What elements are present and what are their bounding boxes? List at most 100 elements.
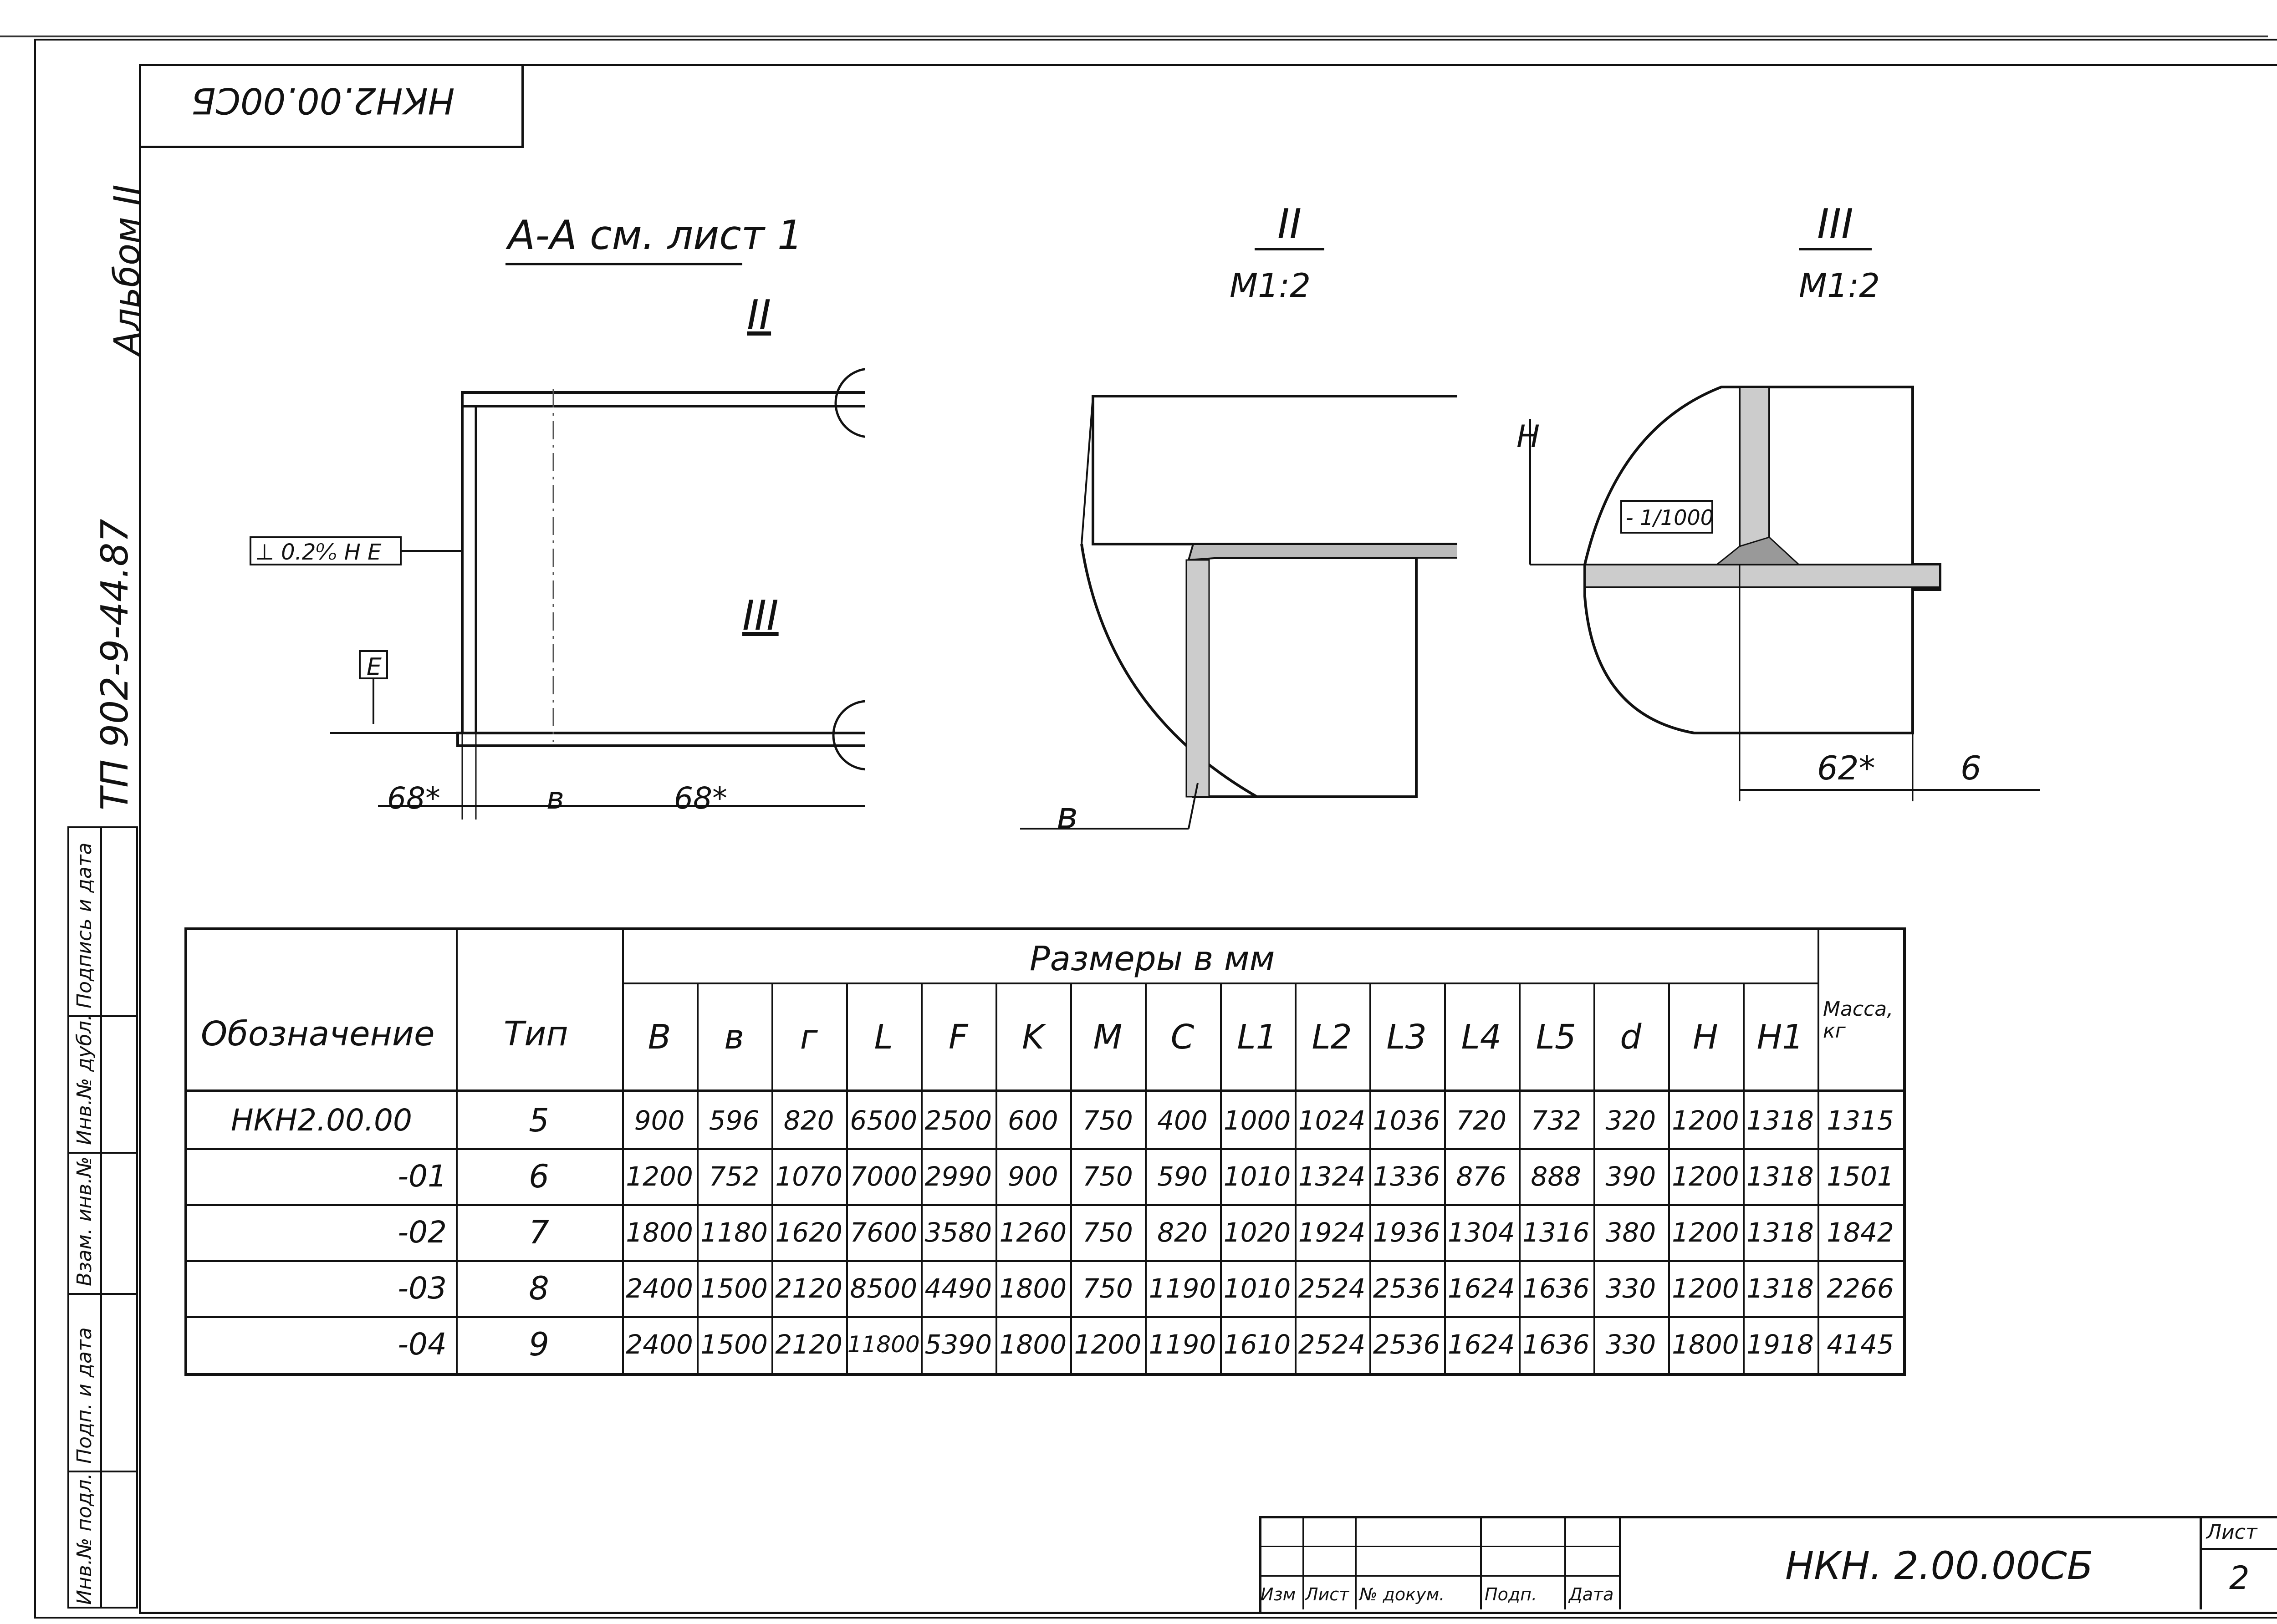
table-cell: 1070 [775,1161,842,1192]
table-row-type: 5 [529,1101,549,1139]
table-vline-dim [1668,983,1670,1373]
detail2-dim-leader [1188,783,1199,829]
table-vline-dim [921,983,923,1373]
detail3-scale: М1:2 [1799,266,1880,305]
tb-label-izm: Изм [1261,1584,1296,1604]
table-row-designation: -04 [398,1327,447,1362]
table-row-separator [187,1148,1903,1150]
table-vline-mass [1818,930,1819,1373]
dim-column-header: K [1022,1017,1044,1057]
detail-2-view [1020,395,1457,830]
table-cell: 3580 [924,1217,992,1248]
outer-frame [34,39,2277,1619]
table-cell: 1936 [1373,1217,1440,1248]
margin-divider-2 [67,1152,138,1154]
table-cell: 7000 [850,1161,918,1192]
dim-column-header: г [800,1017,818,1057]
table-cell: 5390 [924,1329,992,1360]
table-row-designation: -01 [398,1159,447,1194]
project-label: ТП 902-9-44.87 [93,519,137,810]
margin-label-4: Подп. и дата [73,1327,96,1464]
table-cell: 2400 [626,1329,693,1360]
table-vline-dim [1070,983,1072,1373]
tb-vline-6 [2200,1516,2202,1609]
detail2-arc [1080,544,1258,798]
table-cell: 1200 [1074,1329,1142,1360]
table-cell: 2524 [1298,1273,1366,1304]
section-a-a-view [250,263,865,820]
detail3-flatness-box [1620,500,1713,534]
table-cell: 1500 [700,1273,768,1304]
table-row-designation: -03 [398,1271,447,1306]
detail3-plate [1584,564,1941,588]
detail2-top-block [1092,395,1457,545]
table-cell: 2120 [775,1273,842,1304]
table-cell: 1304 [1447,1217,1515,1248]
table-cell: 11800 [847,1331,920,1358]
table-vline-dim [1294,983,1297,1373]
tb-vline-4 [1564,1516,1566,1609]
table-row-mass: 1315 [1827,1105,1894,1136]
detail2-dim: в [1057,794,1078,837]
detail3-dim-6: 6 [1960,749,1981,787]
table-cell: 1924 [1298,1217,1366,1248]
table-vline-dim [1593,983,1595,1373]
table-row-type: 7 [529,1213,549,1251]
table-cell: 1324 [1298,1161,1366,1192]
table-cell: 1800 [626,1217,693,1248]
table-vline-dim [697,983,699,1373]
table-cell: 6500 [850,1105,918,1136]
table-vline-dim [1220,983,1222,1373]
table-cell: 1000 [1223,1105,1291,1136]
table-vline-type [622,930,624,1373]
tb-vline-5 [1619,1516,1621,1609]
detail2-weld [1187,543,1457,561]
dim-column-header: F [948,1017,968,1057]
table-cell: 330 [1605,1329,1656,1360]
table-cell: 900 [1007,1161,1058,1192]
tb-vline-1 [1302,1516,1304,1609]
table-row-type: 8 [529,1269,549,1307]
detail-3-view [1529,386,2040,801]
table-cell: 1800 [999,1329,1067,1360]
margin-divider-3 [67,1293,138,1295]
tb-sheet-label: Лист [2206,1521,2257,1544]
table-cell: 2500 [924,1105,992,1136]
table-cell: 720 [1456,1105,1507,1136]
margin-strip [67,826,138,1609]
margin-label-5: Инв.№ подл. [73,1473,96,1605]
dim-column-header: в [724,1017,744,1057]
table-cell: 1036 [1373,1105,1440,1136]
margin-label-2: Инв.№ дубл. [73,1014,96,1145]
table-vline-dim [771,983,774,1373]
table-cell: 1318 [1746,1217,1814,1248]
table-cell: 1318 [1746,1273,1814,1304]
tb-sheet-number: 2 [2229,1559,2250,1597]
table-cell: 900 [634,1105,685,1136]
table-cell: 1020 [1223,1217,1291,1248]
table-cell: 750 [1082,1161,1133,1192]
table-row-separator [187,1204,1903,1206]
table-row-mass: 1842 [1827,1217,1894,1248]
dim-column-header: H [1693,1017,1718,1057]
detail3-h-label: Н [1516,419,1540,455]
detail2-break-left [1081,396,1094,545]
table-hline-header [187,1089,1903,1092]
table-cell: 1200 [1672,1217,1739,1248]
table-row-designation: НКН2.00.00 [230,1103,413,1138]
table-cell: 1918 [1746,1329,1814,1360]
table-cell: 1024 [1298,1105,1366,1136]
detail3-outline [1583,386,1941,734]
dim-column-header: L2 [1312,1017,1352,1057]
table-cell: 590 [1157,1161,1208,1192]
table-cell: 1318 [1746,1161,1814,1192]
dim-column-header: L3 [1386,1017,1427,1057]
table-cell: 750 [1082,1217,1133,1248]
detail3-weld [1715,536,1801,565]
header-group: Размеры в мм [1030,939,1275,978]
callout-circle-2 [834,368,865,438]
table-cell: 380 [1605,1217,1656,1248]
tb-hline-1 [1259,1546,1619,1547]
margin-strip-inner [100,826,102,1609]
dimensions-table: Обозначение Тип Размеры в мм Масса, кг B… [184,927,1906,1376]
